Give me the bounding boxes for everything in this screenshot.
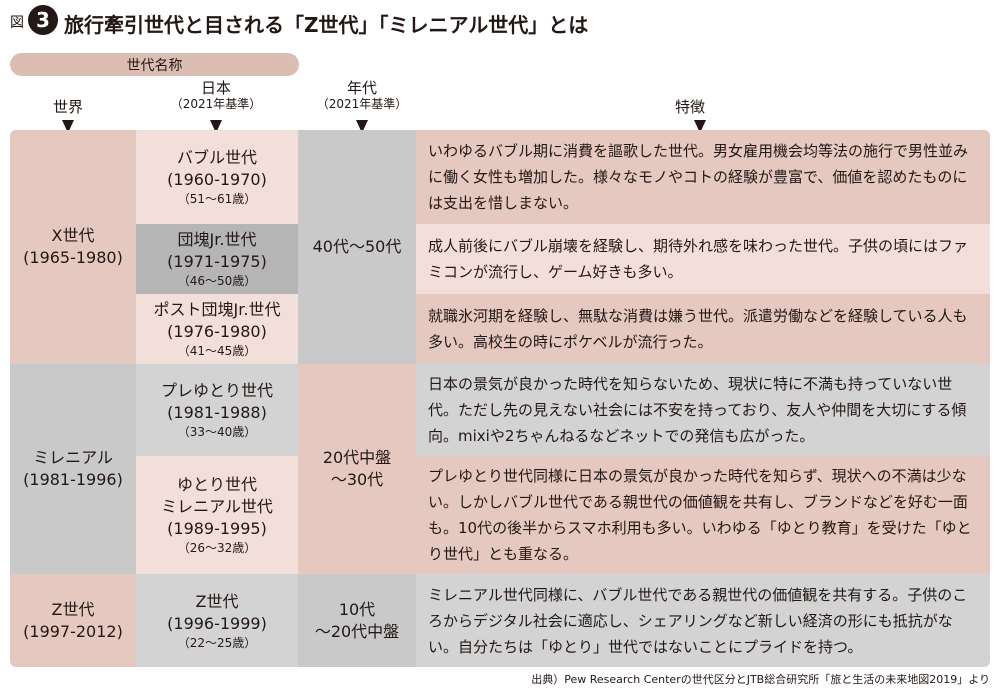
figure-title: 旅行牽引世代と目される「Z世代」「ミレニアル世代」とは (64, 13, 589, 37)
age-line1: 20代中盤 (322, 448, 392, 467)
feature-cell-dankai-jr: 成人前後にバブル崩壊を経験し、期待外れ感を味わった世代。子供の頃にはファミコンが… (416, 224, 990, 294)
age-line2: 〜30代 (330, 470, 384, 489)
feature-text: 成人前後にバブル崩壊を経験し、期待外れ感を味わった世代。子供の頃にはファミコンが… (428, 237, 969, 281)
japan-name: ポスト団塊Jr.世代 (153, 300, 281, 319)
japan-ages: （26〜32歳） (177, 541, 257, 555)
feature-cell-post-dankai-jr: 就職氷河期を経験し、無駄な消費は嫌う世代。派遣労働などを経験している人も多い。高… (416, 294, 990, 364)
japan-cell-z: Z世代 (1996-1999) （22〜25歳） (136, 574, 298, 667)
feature-cell-yutori: プレゆとり世代同様に日本の景気が良かった時代を知らず、現状への不満は少ない。しか… (416, 456, 990, 574)
japan-years: (1981-1988) (167, 403, 267, 422)
feature-text: いわゆるバブル期に消費を謳歌した世代。男女雇用機会均等法の施行で男性並みに働く女… (428, 142, 969, 212)
world-years: (1965-1980) (23, 248, 123, 267)
japan-name: ゆとり世代 (176, 475, 257, 494)
world-name: Z世代 (51, 599, 95, 619)
age-cell-mid20s-30s: 20代中盤 〜30代 (298, 364, 416, 574)
age-cell-teens-mid20s: 10代 〜20代中盤 (298, 574, 416, 667)
column-age-sub: （2021年基準） (316, 97, 408, 111)
japan-arrow-icon (210, 120, 222, 133)
feature-cell-bubble: いわゆるバブル期に消費を謳歌した世代。男女雇用機会均等法の施行で男性並みに働く女… (416, 130, 990, 224)
feature-text: プレゆとり世代同様に日本の景気が良かった時代を知らず、現状への不満は少ない。しか… (428, 467, 972, 563)
japan-cell-post-dankai-jr: ポスト団塊Jr.世代 (1976-1980) （41〜45歳） (136, 294, 298, 364)
japan-name: 団塊Jr.世代 (177, 230, 257, 249)
japan-cell-yutori: ゆとり世代 ミレニアル世代 (1989-1995) （26〜32歳） (136, 456, 298, 574)
age-line2: 〜20代中盤 (314, 621, 400, 641)
japan-name-2: ミレニアル世代 (161, 497, 273, 516)
japan-years: (1971-1975) (167, 252, 267, 271)
age-line1: 10代 (338, 599, 376, 619)
column-header-world: 世界 (38, 99, 98, 116)
world-name: ミレニアル (33, 448, 113, 467)
world-years: (1997-2012) (23, 621, 123, 641)
source-note: 出典）Pew Research Centerの世代区分とJTB総合研究所「旅と生… (531, 673, 990, 686)
world-name: X世代 (51, 226, 95, 245)
age-cell-40s-50s: 40代〜50代 (298, 130, 416, 364)
world-years: (1981-1996) (23, 470, 123, 489)
japan-cell-pre-yutori: プレゆとり世代 (1981-1988) （33〜40歳） (136, 364, 298, 456)
feature-text: 日本の景気が良かった時代を知らないため、現状に特に不満も持っていない世代。ただし… (428, 375, 967, 445)
japan-name: Z世代 (195, 591, 239, 611)
generation-name-pill: 世代名称 (10, 53, 299, 76)
world-arrow-icon (62, 120, 74, 133)
column-header-japan: 日本 （2021年基準） (150, 79, 282, 112)
column-features-label: 特徴 (674, 98, 705, 116)
japan-years: (1960-1970) (167, 170, 267, 189)
feature-text: ミレニアル世代同様に、バブル世代である親世代の価値観を共有する。子供のころからデ… (428, 585, 968, 656)
japan-ages: （51〜61歳） (177, 192, 257, 206)
column-header-age: 年代 （2021年基準） (302, 79, 422, 112)
japan-cell-dankai-jr: 団塊Jr.世代 (1971-1975) （46〜50歳） (136, 224, 298, 294)
feature-cell-z: ミレニアル世代同様に、バブル世代である親世代の価値観を共有する。子供のころからデ… (416, 574, 990, 667)
japan-name: プレゆとり世代 (160, 381, 273, 400)
japan-years: (1976-1980) (167, 322, 267, 341)
age-line1: 40代〜50代 (312, 237, 402, 256)
feature-text: 就職氷河期を経験し、無駄な消費は嫌う世代。派遣労働などを経験している人も多い。高… (428, 307, 968, 351)
japan-years: (1996-1999) (167, 613, 267, 633)
features-arrow-icon (694, 120, 706, 133)
age-arrow-icon (356, 120, 368, 133)
figure-label: 図 (10, 15, 24, 31)
generation-table: X世代 (1965-1980) ミレニアル (1981-1996) Z世代 (1… (10, 130, 990, 667)
column-japan-label: 日本 (200, 79, 231, 97)
world-cell-millennial: ミレニアル (1981-1996) (10, 364, 136, 574)
column-world-label: 世界 (52, 98, 83, 116)
japan-name: バブル世代 (176, 148, 257, 167)
feature-cell-pre-yutori: 日本の景気が良かった時代を知らないため、現状に特に不満も持っていない世代。ただし… (416, 364, 990, 456)
japan-cell-bubble: バブル世代 (1960-1970) （51〜61歳） (136, 130, 298, 224)
generation-name-label: 世代名称 (126, 57, 183, 74)
column-age-label: 年代 (346, 79, 377, 97)
figure-number-badge: 3 (28, 5, 58, 35)
column-header-features: 特徴 (660, 99, 720, 116)
japan-years: (1989-1995) (167, 519, 267, 538)
japan-ages: （46〜50歳） (177, 274, 257, 288)
world-cell-x: X世代 (1965-1980) (10, 130, 136, 364)
japan-ages: （33〜40歳） (177, 425, 257, 439)
column-japan-sub: （2021年基準） (170, 97, 262, 111)
world-cell-z: Z世代 (1997-2012) (10, 574, 136, 667)
japan-ages: （41〜45歳） (177, 344, 257, 358)
japan-ages: （22〜25歳） (177, 635, 257, 650)
